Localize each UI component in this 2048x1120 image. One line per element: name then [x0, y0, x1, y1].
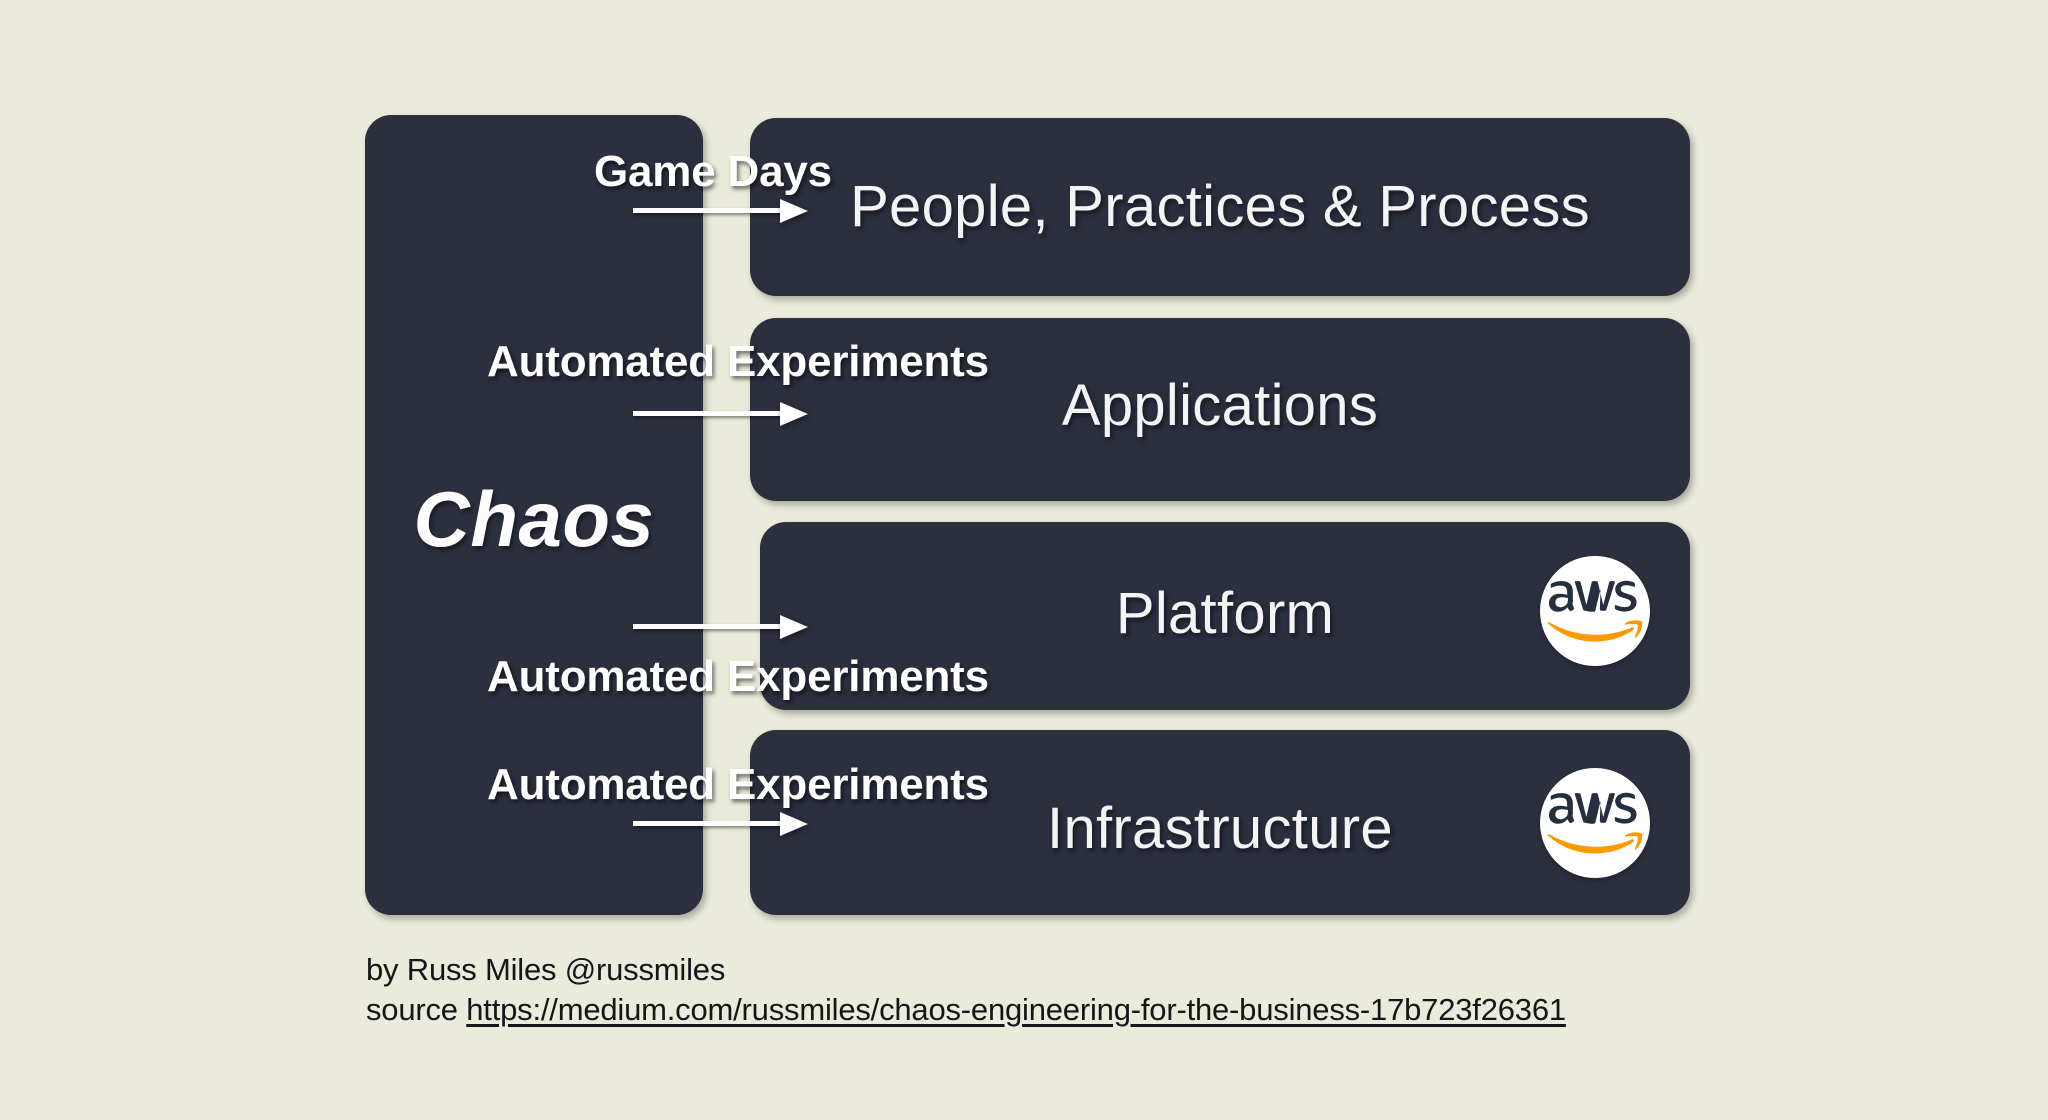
- arrow-shaft: [633, 411, 783, 416]
- flow-label-automated-experiments-infrastructure: Automated Experiments: [487, 760, 989, 809]
- row-title-infrastructure: Infrastructure: [1047, 796, 1393, 861]
- arrow-shaft: [633, 821, 783, 826]
- aws-logo-icon-platform: [1540, 556, 1650, 666]
- flow-label-automated-experiments-platform: Automated Experiments: [487, 652, 989, 701]
- row-panel-people-practices-process: [750, 118, 1690, 296]
- right-arrow-icon-game-days: [633, 197, 808, 223]
- arrow-shaft: [633, 208, 783, 213]
- footer-source-link[interactable]: https://medium.com/russmiles/chaos-engin…: [466, 991, 1566, 1027]
- flow-label-game-days: Game Days: [594, 147, 832, 196]
- footer-source-line: source https://medium.com/russmiles/chao…: [366, 990, 1566, 1030]
- row-panel-applications: [750, 318, 1690, 501]
- row-title-platform: Platform: [1115, 581, 1335, 646]
- arrow-shaft: [633, 624, 783, 629]
- right-arrow-icon-applications: [633, 400, 808, 426]
- chaos-label: Chaos: [413, 475, 655, 563]
- row-panel-infrastructure: [750, 730, 1690, 915]
- aws-logo-icon-infrastructure: [1540, 768, 1650, 878]
- arrow-head: [780, 812, 808, 836]
- right-arrow-icon-infrastructure: [633, 810, 808, 836]
- row-title-people-practices-process: People, Practices & Process: [850, 174, 1590, 239]
- arrow-head: [780, 199, 808, 223]
- footer-byline: by Russ Miles @russmiles: [366, 952, 726, 987]
- row-panel-platform: [760, 522, 1690, 710]
- row-title-applications: Applications: [1061, 373, 1379, 438]
- chaos-panel: [365, 115, 703, 915]
- right-arrow-icon-platform: [633, 613, 808, 639]
- footer: by Russ Miles @russmiles source https://…: [366, 950, 1566, 1029]
- arrow-head: [780, 615, 808, 639]
- flow-label-automated-experiments-applications: Automated Experiments: [487, 337, 989, 386]
- footer-source-prefix: source: [366, 991, 467, 1027]
- arrow-head: [780, 402, 808, 426]
